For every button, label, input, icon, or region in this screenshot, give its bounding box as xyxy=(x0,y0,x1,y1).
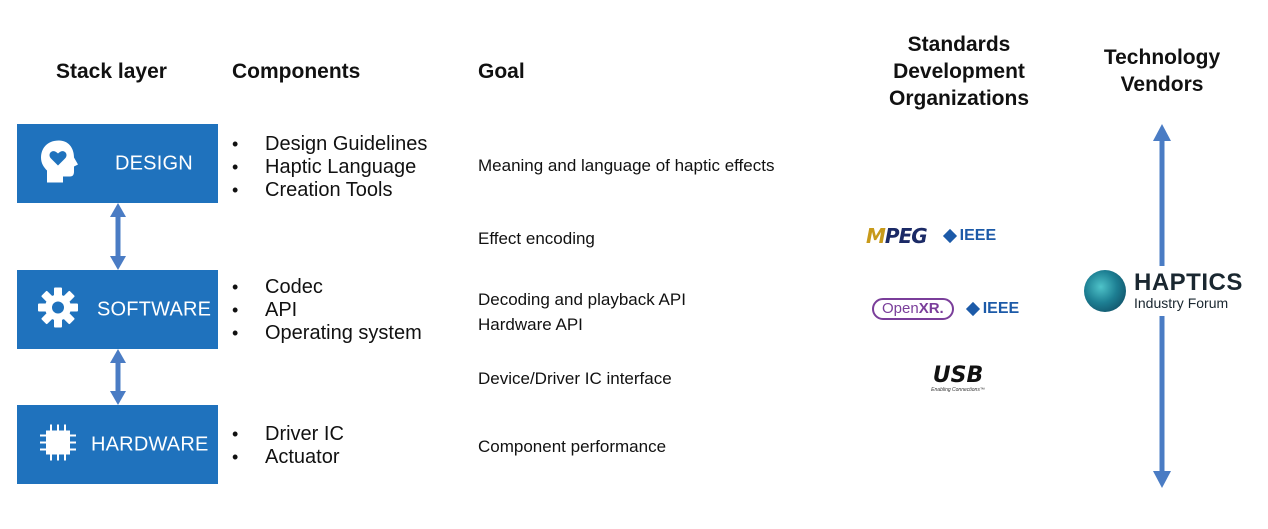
openxr-ieee-logos: OpenXR. IEEE xyxy=(872,298,1019,320)
list-item: Operating system xyxy=(232,322,422,345)
haptics-logo-sub: Industry Forum xyxy=(1134,295,1229,311)
mpeg-ieee-logos: MPEG IEEE xyxy=(866,224,996,248)
openxr-logo: OpenXR. xyxy=(872,298,954,320)
layer-software: SOFTWARE xyxy=(17,270,218,349)
hardware-components-list: Driver IC Actuator xyxy=(232,423,344,469)
list-item: Creation Tools xyxy=(232,179,427,202)
header-vendors-line-2: Vendors xyxy=(1120,73,1204,96)
goal-haptic-meaning: Meaning and language of haptic effects xyxy=(478,156,775,175)
ieee-logo-text: IEEE xyxy=(982,300,1020,317)
openxr-logo-prefix: Open xyxy=(882,300,919,317)
usb-logo-text: USB xyxy=(932,363,984,388)
design-software-arrow xyxy=(110,203,126,270)
software-hardware-arrow xyxy=(110,349,126,405)
list-item: Haptic Language xyxy=(232,156,427,179)
design-components-list: Design Guidelines Haptic Language Creati… xyxy=(232,133,427,202)
goal-component-performance: Component performance xyxy=(478,437,667,456)
header-goal: Goal xyxy=(478,60,525,83)
header-sdo: Standards Development Organizations xyxy=(878,31,1040,112)
ieee-diamond-icon xyxy=(942,228,957,244)
layer-design-label: DESIGN xyxy=(115,152,193,174)
ieee-logo: IEEE xyxy=(942,227,997,245)
ieee-logo: IEEE xyxy=(965,300,1020,318)
mpeg-logo-prefix: M xyxy=(866,224,886,248)
header-sdo-line-3: Organizations xyxy=(888,87,1030,110)
software-components-list: Codec API Operating system xyxy=(232,276,422,345)
usb-logo: USB Enabling Connections™ xyxy=(926,363,990,394)
list-item: Design Guidelines xyxy=(232,133,427,156)
mpeg-logo-rest: PEG xyxy=(884,224,928,248)
header-vendors: Technology Vendors xyxy=(1092,44,1232,98)
layer-hardware: HARDWARE xyxy=(17,405,218,484)
header-stack-layer: Stack layer xyxy=(56,60,167,83)
header-vendors-line-1: Technology xyxy=(1103,46,1221,69)
header-sdo-line-2: Development xyxy=(893,60,1025,83)
mpeg-logo: MPEG xyxy=(866,224,928,248)
ieee-diamond-icon xyxy=(965,301,980,317)
usb-logo-tagline: Enabling Connections™ xyxy=(931,387,985,393)
haptics-orb-icon xyxy=(1084,270,1126,312)
list-item: Actuator xyxy=(232,446,344,469)
chip-icon xyxy=(39,423,77,466)
goal-hardware-api: Hardware API xyxy=(478,315,583,334)
haptics-industry-forum-logo: HAPTICS Industry Forum xyxy=(1082,266,1245,316)
haptics-logo-name: HAPTICS xyxy=(1134,269,1243,296)
layer-hardware-label: HARDWARE xyxy=(91,433,209,455)
gear-icon xyxy=(37,286,79,333)
openxr-logo-rest: XR. xyxy=(918,300,944,317)
ieee-logo-text: IEEE xyxy=(959,227,997,244)
layer-software-label: SOFTWARE xyxy=(97,298,212,320)
goal-driver-interface: Device/Driver IC interface xyxy=(478,369,672,388)
layer-design: DESIGN xyxy=(17,124,218,203)
list-item: Driver IC xyxy=(232,423,344,446)
goal-decoding-api: Decoding and playback API xyxy=(478,290,686,309)
goal-effect-encoding: Effect encoding xyxy=(478,229,595,248)
list-item: Codec xyxy=(232,276,422,299)
list-item: API xyxy=(232,299,422,322)
header-sdo-line-1: Standards xyxy=(907,33,1011,56)
header-components: Components xyxy=(232,60,361,83)
head-heart-icon xyxy=(39,138,79,189)
